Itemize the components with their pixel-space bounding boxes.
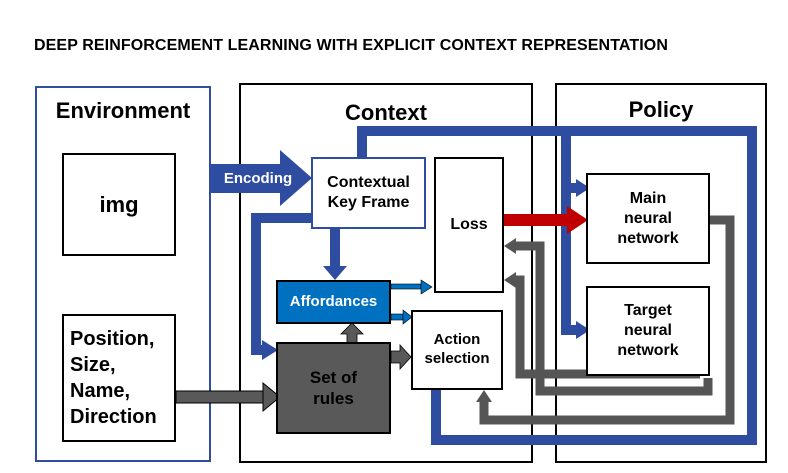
policy-heading: Policy [628,97,694,123]
arrowhead-to-main [576,179,590,197]
loss-to-main-shaft [503,214,569,226]
gray-arrowhead-to-loss-2 [504,272,516,288]
key-frame-label: Contextual Key Frame [327,174,410,211]
encoding-arrow [210,150,312,206]
blue-feedback-loop [357,126,757,445]
affordances-to-loss-shaft [390,283,422,290]
arrowhead-to-affordances [323,266,347,280]
keyframe-to-affordances-shaft [330,228,340,268]
rules-label: Set of rules [309,367,358,408]
attributes-to-rules-shaft [175,390,265,404]
target-network-label: Target neural network [617,302,679,359]
action-box [411,310,503,390]
attributes-to-rules-arrowhead [262,381,281,413]
attributes-label: Position, Size, Name, Direction [70,328,157,428]
gray-arrowhead-to-action [476,390,492,402]
rules-to-action-arrow [390,343,412,371]
context-panel [239,83,533,463]
arrowhead-to-rules [262,340,278,360]
affordances-label: Affordances [289,292,378,310]
action-selection-label: Action selection [424,331,490,367]
img-label: img [99,191,139,217]
environment-heading: Environment [55,98,191,124]
environment-panel [35,86,211,462]
arrowhead-to-target [576,321,590,339]
context-heading: Context [345,100,427,126]
affordances-to-action-shaft [390,313,404,321]
affordances-to-loss-arrowhead [420,279,433,295]
loss-to-main-arrowhead [567,206,588,234]
key-frame-box [311,157,426,229]
loss-label: Loss [450,216,488,233]
policy-panel [555,83,767,463]
diagram-title: DEEP REINFORCEMENT LEARNING WITH EXPLICI… [34,37,668,54]
target-network-box [586,286,710,376]
keyframe-to-rules-line [251,213,312,355]
img-box [62,153,176,256]
rules-box [276,342,391,434]
rules-to-affordances-arrow [340,322,364,344]
encoding-label: Encoding [223,169,293,187]
gray-arrowhead-to-loss-1 [504,238,516,254]
affordances-box [276,280,391,324]
main-network-box [586,173,710,264]
affordances-to-action-arrowhead [402,309,413,325]
attributes-box [62,314,176,442]
main-network-label: Main neural network [617,189,679,247]
loss-box [434,157,504,293]
